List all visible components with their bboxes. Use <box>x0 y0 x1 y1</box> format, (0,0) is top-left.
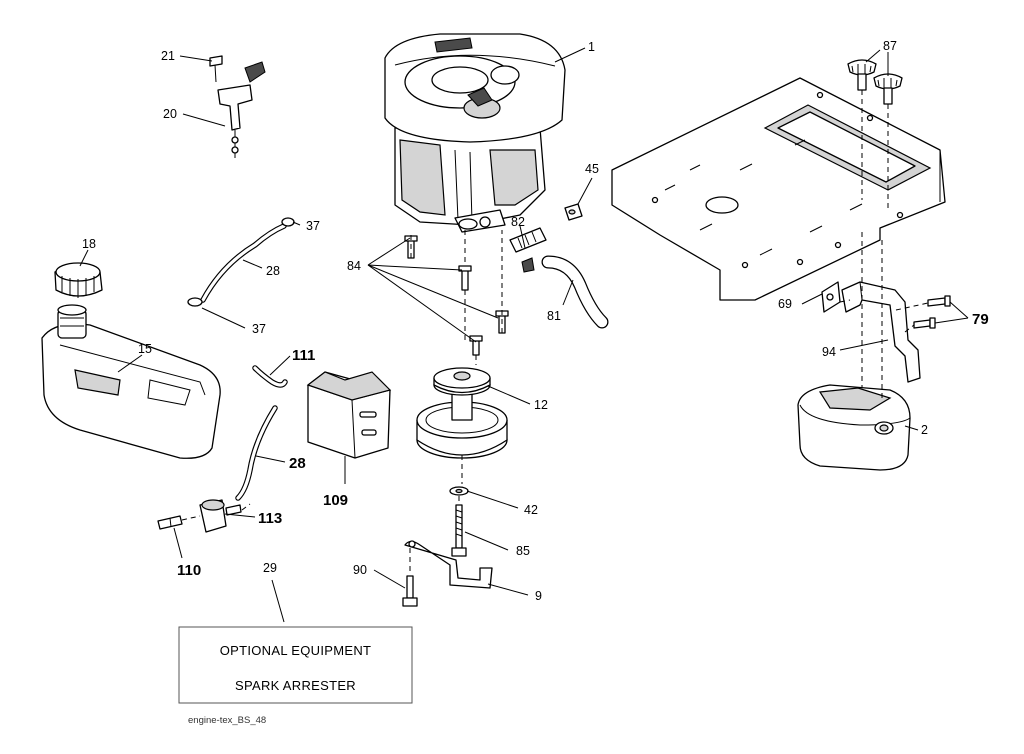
shutoff-valve-part <box>199 499 242 533</box>
label-1: 1 <box>588 40 595 54</box>
label-110: 110 <box>177 562 201 579</box>
label-9: 9 <box>535 589 542 603</box>
diagram-caption: engine-tex_BS_48 <box>188 715 266 726</box>
fuel-line-upper-part <box>187 217 295 307</box>
label-79: 79 <box>972 311 989 328</box>
label-37-lower: 37 <box>252 322 266 336</box>
part-labels: 1 2 9 12 15 18 20 21 28 28 29 37 37 42 4… <box>82 39 989 603</box>
pulley-part <box>416 367 508 459</box>
nut-45-part <box>564 203 583 221</box>
washer-part <box>449 486 469 496</box>
label-85: 85 <box>516 544 530 558</box>
knobs-part <box>847 59 903 105</box>
exhaust-bolts-part <box>913 295 951 329</box>
label-113: 113 <box>258 510 282 527</box>
label-21: 21 <box>161 49 175 63</box>
label-42: 42 <box>524 503 538 517</box>
label-109: 109 <box>323 492 348 509</box>
canister-part <box>306 371 392 459</box>
label-81: 81 <box>547 309 561 323</box>
fuel-cap-part <box>54 262 103 298</box>
label-37-upper: 37 <box>306 219 320 233</box>
label-82: 82 <box>511 215 525 229</box>
label-20: 20 <box>163 107 177 121</box>
fuel-line-111-part <box>252 365 288 388</box>
fuel-tank-part <box>41 304 221 459</box>
label-69: 69 <box>778 297 792 311</box>
bolt-90-part <box>402 575 418 607</box>
gasket-part <box>821 281 841 313</box>
label-94: 94 <box>822 345 836 359</box>
label-18: 18 <box>82 237 96 251</box>
label-90: 90 <box>353 563 367 577</box>
center-bolt-part <box>451 504 467 557</box>
label-84: 84 <box>347 259 361 273</box>
exhaust-pipe-part <box>841 281 921 383</box>
fuel-fitting-part <box>157 515 183 530</box>
label-28-lower: 28 <box>289 455 306 472</box>
label-111: 111 <box>292 347 315 364</box>
throttle-bracket-part <box>209 55 266 158</box>
engine-part <box>384 33 566 233</box>
spark-arrester-text: SPARK ARRESTER <box>235 678 356 693</box>
fuel-line-lower-part <box>235 405 278 501</box>
belt-guide-part <box>404 540 493 589</box>
label-12: 12 <box>534 398 548 412</box>
fitting-82-part <box>509 227 547 273</box>
label-28-upper: 28 <box>266 264 280 278</box>
leader-lines <box>79 47 969 623</box>
frame-plate-part <box>611 77 946 301</box>
label-45: 45 <box>585 162 599 176</box>
optional-equipment-box: OPTIONAL EQUIPMENT SPARK ARRESTER <box>178 626 413 704</box>
alignment-lines <box>181 90 929 575</box>
label-2: 2 <box>921 423 928 437</box>
label-87: 87 <box>883 39 897 53</box>
hose-81-part <box>541 255 609 329</box>
engine-bolts-part <box>404 235 509 356</box>
label-29: 29 <box>263 561 277 575</box>
muffler-part <box>797 384 911 471</box>
optional-equipment-text: OPTIONAL EQUIPMENT <box>220 643 372 658</box>
label-15: 15 <box>138 342 152 356</box>
